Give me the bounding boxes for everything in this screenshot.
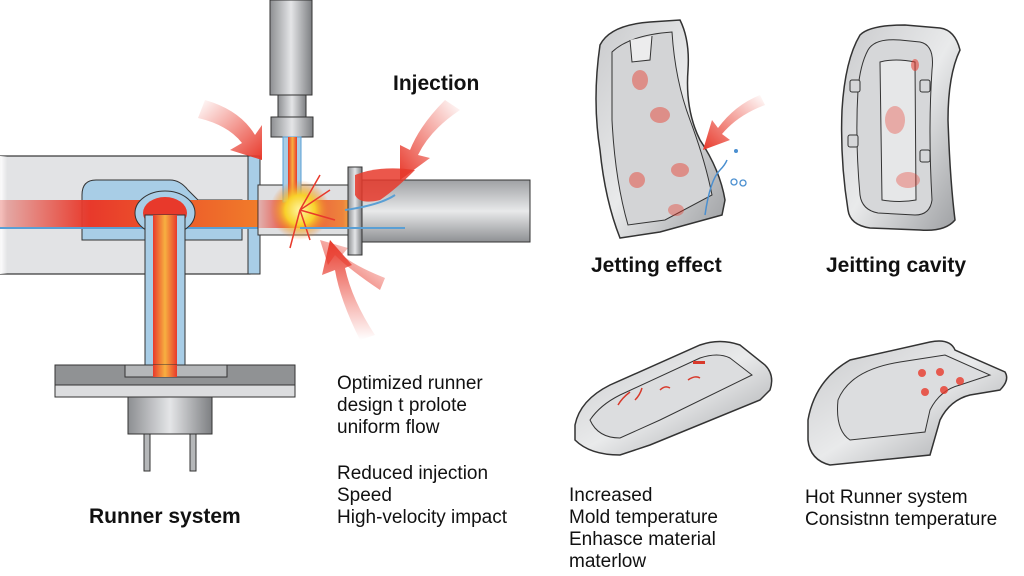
mold-temperature-note: Increased Mold temperature Enhasce mater… <box>569 485 718 572</box>
hot-runner-part <box>807 340 1008 466</box>
jetting-cavity-part <box>840 24 961 232</box>
runner-design-note: Optimized runner design t prolote unifor… <box>337 373 483 438</box>
injection-label: Injection <box>393 72 480 95</box>
jetting-effect-label: Jetting effect <box>591 254 722 277</box>
pressure-arrows <box>198 100 460 340</box>
base-plate <box>54 364 296 472</box>
jetting-effect-part <box>595 19 765 239</box>
jetting-cavity-label: Jeitting cavity <box>826 254 967 277</box>
outlet-pipe <box>300 166 531 256</box>
runner-system-label: Runner system <box>89 505 241 528</box>
injection-nozzle <box>269 0 314 205</box>
mold-temperature-part <box>574 340 773 456</box>
reduced-speed-note: Reduced injection Speed High-velocity im… <box>337 463 507 528</box>
hot-runner-note: Hot Runner system Consistnn temperature <box>805 487 998 530</box>
sprue <box>134 190 196 376</box>
